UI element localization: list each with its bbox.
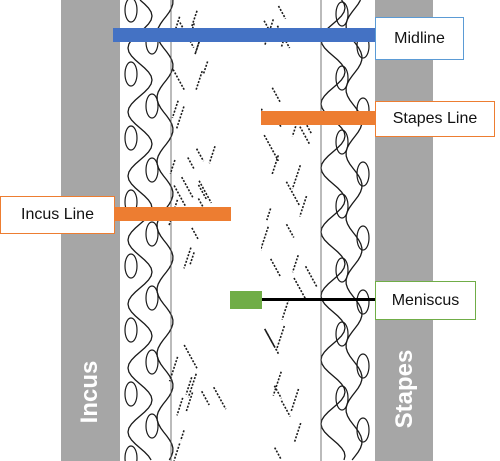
meniscus-leader-line	[262, 298, 376, 301]
incus-line-callout: Incus Line	[0, 196, 115, 234]
incus-line-label: Incus Line	[21, 206, 94, 223]
meniscus-marker	[230, 291, 262, 309]
midline-callout: Midline	[375, 17, 464, 60]
stapes-bone-label: Stapes	[391, 349, 418, 429]
stapes-line-label: Stapes Line	[392, 110, 478, 127]
stapes-line-callout: Stapes Line	[375, 101, 495, 137]
stapes-bone	[375, 0, 433, 461]
incus-bone-label: Incus	[76, 360, 103, 424]
meniscus-label: Meniscus	[391, 291, 460, 309]
midline-bar	[113, 28, 375, 42]
joint-space	[231, 0, 261, 461]
meniscus-callout: Meniscus	[375, 281, 476, 320]
stapes-line-bar	[261, 111, 375, 125]
midline-label: Midline	[394, 29, 445, 47]
incus-cartilage	[124, 0, 227, 461]
stapes-cartilage	[256, 0, 370, 461]
incus-line-bar	[114, 207, 231, 221]
